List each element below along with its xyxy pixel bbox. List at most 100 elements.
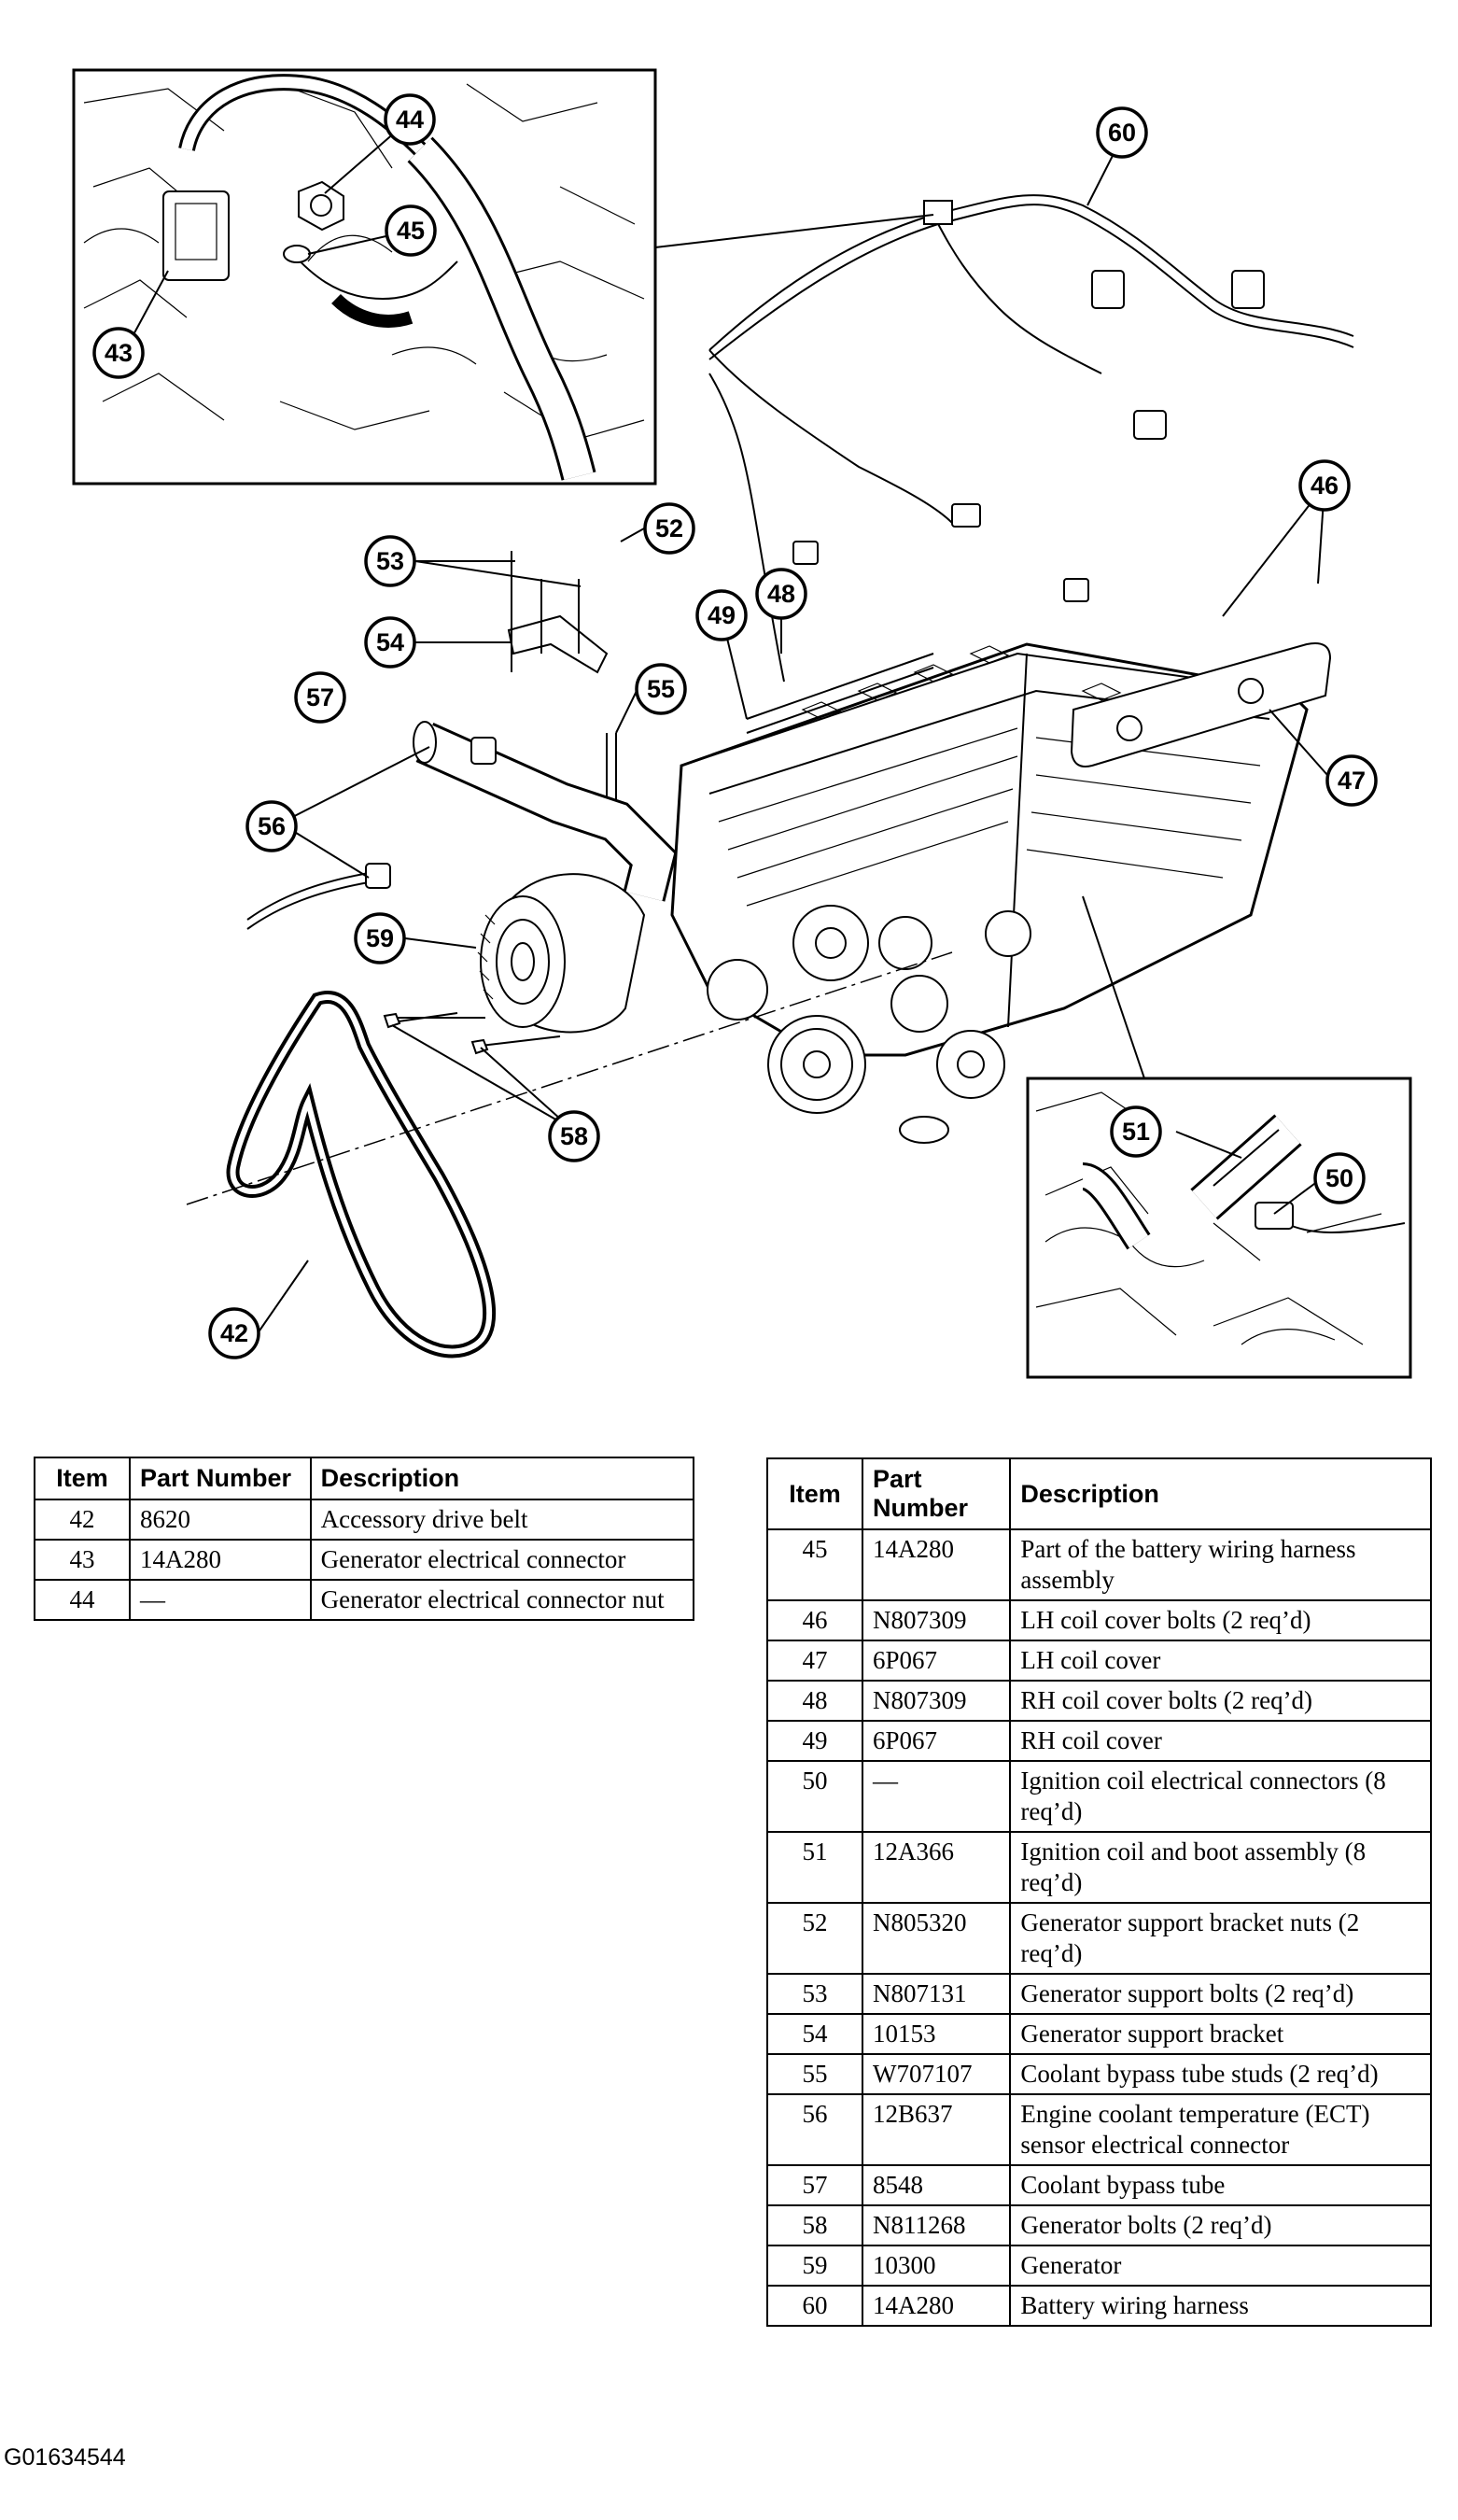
cell-part: — (861, 1760, 1012, 1833)
cell-item: 47 (766, 1640, 863, 1682)
cell-item: 45 (766, 1528, 863, 1601)
svg-text:54: 54 (376, 628, 404, 656)
cell-desc: Generator support bolts (2 req’d) (1009, 1973, 1432, 2015)
cell-desc: Generator (1009, 2245, 1432, 2287)
exploded-engine-diagram: 42 43 44 45 46 47 48 49 50 51 52 53 54 5… (72, 68, 1412, 1379)
svg-text:52: 52 (655, 514, 683, 542)
cell-item: 49 (766, 1720, 863, 1762)
svg-text:44: 44 (396, 106, 424, 134)
cell-desc: Generator support bracket (1009, 2013, 1432, 2055)
svg-text:59: 59 (366, 924, 394, 952)
cell-item: 59 (766, 2245, 863, 2287)
callout-54: 54 (364, 616, 416, 669)
header-item: Item (34, 1457, 131, 1500)
svg-text:55: 55 (647, 675, 675, 703)
table-row: 50—Ignition coil electrical connectors (… (766, 1760, 1432, 1833)
callout-50: 50 (1313, 1152, 1366, 1204)
cell-desc: RH coil cover bolts (2 req’d) (1009, 1680, 1432, 1722)
callout-49: 49 (695, 589, 748, 641)
cell-desc: Generator electrical connector nut (309, 1579, 695, 1621)
header-part-number: Part Number (861, 1457, 1012, 1530)
callout-59: 59 (354, 912, 406, 964)
header-description: Description (1009, 1457, 1432, 1530)
cell-part: 8548 (861, 2164, 1012, 2206)
cell-part: 14A280 (861, 1528, 1012, 1601)
cell-desc: Accessory drive belt (309, 1499, 695, 1541)
ect-sensor-connector (246, 863, 391, 930)
cell-item: 53 (766, 1973, 863, 2015)
cell-desc: Generator electrical connector (309, 1539, 695, 1581)
svg-text:46: 46 (1311, 472, 1339, 500)
cell-desc: LH coil cover bolts (2 req’d) (1009, 1599, 1432, 1641)
svg-text:45: 45 (397, 217, 425, 245)
cell-item: 55 (766, 2053, 863, 2095)
callout-45: 45 (385, 204, 437, 257)
table-row: 44—Generator electrical connector nut (34, 1579, 695, 1621)
cell-part: — (129, 1579, 312, 1621)
svg-text:53: 53 (376, 547, 404, 575)
accessory-drive-belt (186, 951, 953, 1359)
callout-58: 58 (548, 1110, 600, 1162)
cell-part: 6P067 (861, 1720, 1012, 1762)
coil-covers (746, 642, 1332, 767)
generator (392, 873, 646, 1034)
cell-part: 8620 (129, 1499, 312, 1541)
cell-desc: Coolant bypass tube (1009, 2164, 1432, 2206)
cell-part: 10300 (861, 2245, 1012, 2287)
callout-57: 57 (294, 671, 346, 724)
generator-support-bracket (507, 551, 617, 812)
cell-desc: Ignition coil electrical connectors (8 r… (1009, 1760, 1432, 1833)
callout-55: 55 (635, 663, 687, 715)
table-header-row: Item Part Number Description (766, 1457, 1432, 1530)
cell-desc: Coolant bypass tube studs (2 req’d) (1009, 2053, 1432, 2095)
cell-item: 54 (766, 2013, 863, 2055)
callout-43: 43 (92, 327, 145, 379)
cell-part: 14A280 (861, 2285, 1012, 2327)
svg-text:48: 48 (767, 580, 795, 608)
cell-item: 56 (766, 2093, 863, 2166)
header-part-number: Part Number (129, 1457, 312, 1500)
callout-48: 48 (755, 568, 807, 620)
cell-desc: Part of the battery wiring harness assem… (1009, 1528, 1432, 1601)
callout-42: 42 (208, 1307, 260, 1359)
inset-ignition-coil (1026, 1077, 1412, 1379)
cell-part: 12A366 (861, 1831, 1012, 1904)
generator-bolts (383, 1012, 561, 1055)
svg-text:60: 60 (1108, 119, 1136, 147)
cell-item: 51 (766, 1831, 863, 1904)
svg-text:58: 58 (560, 1122, 588, 1150)
cell-part: N807131 (861, 1973, 1012, 2015)
svg-text:47: 47 (1338, 767, 1366, 795)
svg-text:57: 57 (306, 683, 334, 711)
cell-desc: Generator bolts (2 req’d) (1009, 2204, 1432, 2246)
callout-60: 60 (1096, 106, 1148, 159)
callout-44: 44 (384, 93, 436, 146)
svg-text:49: 49 (708, 601, 736, 629)
header-item: Item (766, 1457, 863, 1530)
battery-wiring-harness (708, 194, 1354, 683)
cell-item: 58 (766, 2204, 863, 2246)
callout-46: 46 (1298, 459, 1351, 512)
cell-part: 10153 (861, 2013, 1012, 2055)
inset-generator-connector (72, 68, 657, 486)
cell-item: 50 (766, 1760, 863, 1833)
cell-part: W707107 (861, 2053, 1012, 2095)
cell-part: N807309 (861, 1680, 1012, 1722)
callout-53: 53 (364, 535, 416, 587)
callout-52: 52 (643, 502, 695, 555)
svg-text:56: 56 (258, 812, 286, 840)
